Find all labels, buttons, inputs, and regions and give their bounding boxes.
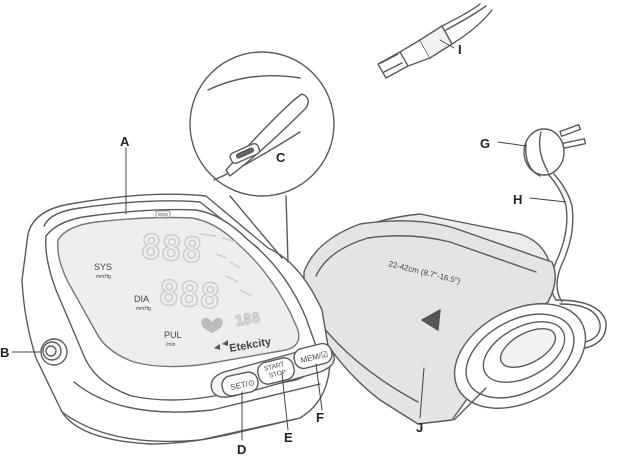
stop-label: STOP xyxy=(268,369,287,380)
label-f: F xyxy=(316,410,324,425)
label-e: E xyxy=(284,430,293,445)
dia-digits: 888 xyxy=(157,273,221,317)
label-g: G xyxy=(480,136,490,151)
sys-unit: mmHg xyxy=(96,274,111,280)
arm-cuff xyxy=(303,213,587,425)
sys-label: SYS xyxy=(94,262,112,272)
label-i: I xyxy=(458,42,462,57)
label-h: H xyxy=(513,192,522,207)
air-port xyxy=(40,338,68,366)
mem-button[interactable] xyxy=(292,342,334,371)
dia-label: DIA xyxy=(134,294,149,304)
zoom-callout xyxy=(189,51,335,263)
pul-unit: /min xyxy=(166,342,176,348)
heart-icon xyxy=(201,317,223,333)
dia-unit: mmHg xyxy=(136,306,151,312)
label-c: C xyxy=(276,150,286,165)
pul-digits: 188 xyxy=(234,310,262,330)
label-b: B xyxy=(0,345,9,360)
start-stop-button[interactable] xyxy=(256,356,296,386)
battery-level xyxy=(158,213,168,216)
callout-labels: A B C D E F G H I J xyxy=(0,42,522,457)
battery-icon xyxy=(155,210,171,219)
leader-lines xyxy=(11,39,567,441)
start-label: START xyxy=(263,361,285,373)
button-row xyxy=(210,342,335,398)
brand-logo-icon xyxy=(214,340,228,350)
power-adapter xyxy=(523,124,587,303)
lcd-display: 888 888 188 SYS mmHg DIA mmHg PUL /min E… xyxy=(94,210,273,355)
label-d: D xyxy=(237,442,246,457)
label-j: J xyxy=(416,420,423,435)
pul-label: PUL xyxy=(164,330,182,340)
label-a: A xyxy=(120,134,130,149)
sys-digits: 888 xyxy=(139,227,203,271)
arrow-icon xyxy=(421,309,441,331)
usb-c-cable xyxy=(377,3,493,79)
